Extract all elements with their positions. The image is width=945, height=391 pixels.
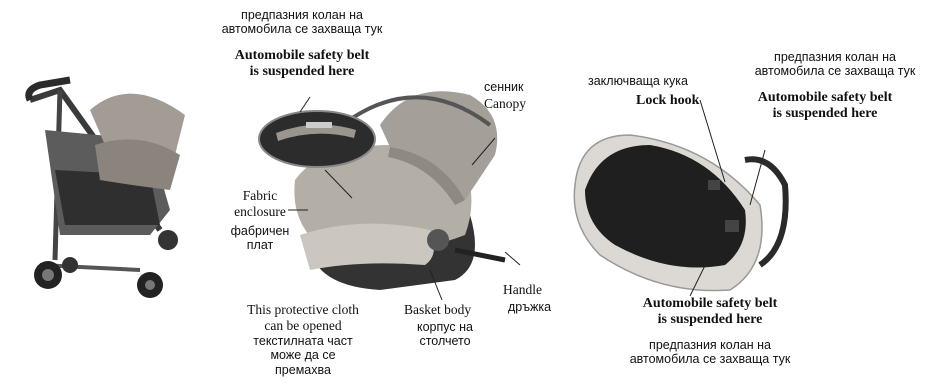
fabric-en-line2: enclosure — [228, 204, 292, 220]
handle-en-label: Handle — [503, 282, 542, 298]
belt-bottom-en-label: Automobile safety belt is suspended here — [610, 296, 810, 328]
belt-right-en-line1: Automobile safety belt — [725, 90, 925, 106]
belt-top-bg-line1: предпазния колан на — [212, 8, 392, 22]
fabric-en-label: Fabric enclosure — [228, 188, 292, 219]
lock-en-label: Lock hook — [636, 93, 699, 109]
cloth-bg-line2: може да се — [228, 348, 378, 362]
belt-top-en-label: Automobile safety belt is suspended here — [212, 48, 392, 80]
basket-bg-line2: столчето — [400, 334, 490, 348]
handle-bg-label: дръжка — [508, 300, 551, 314]
cloth-bg-label: текстилната част може да се премахва — [228, 334, 378, 377]
fabric-bg-line2: плат — [226, 238, 294, 252]
belt-top-en-line1: Automobile safety belt — [212, 48, 392, 64]
belt-right-bg-line2: автомобила се захваща тук — [735, 64, 935, 78]
belt-right-en-line2: is suspended here — [725, 106, 925, 122]
cloth-en-line2: can be opened — [228, 318, 378, 334]
belt-bottom-en-line2: is suspended here — [610, 312, 810, 328]
basket-en-label: Basket body — [404, 302, 471, 318]
basket-bg-label: корпус на столчето — [400, 320, 490, 349]
lock-bg-label: заключваща кука — [588, 74, 688, 88]
belt-right-bg-line1: предпазния колан на — [735, 50, 935, 64]
belt-bottom-bg-line1: предпазния колан на — [610, 338, 810, 352]
cloth-en-line1: This protective cloth — [228, 302, 378, 318]
belt-bottom-bg-label: предпазния колан на автомобила се захващ… — [610, 338, 810, 367]
belt-bottom-en-line1: Automobile safety belt — [610, 296, 810, 312]
fabric-bg-line1: фабричен — [226, 224, 294, 238]
belt-right-bg-label: предпазния колан на автомобила се захващ… — [735, 50, 935, 79]
canopy-en-label: Canopy — [484, 96, 526, 112]
fabric-bg-label: фабричен плат — [226, 224, 294, 253]
cloth-bg-line1: текстилната част — [228, 334, 378, 348]
belt-top-bg-label: предпазния колан на автомобила се захващ… — [212, 8, 392, 37]
belt-top-en-line2: is suspended here — [212, 64, 392, 80]
basket-bg-line1: корпус на — [400, 320, 490, 334]
belt-top-bg-line2: автомобила се захваща тук — [212, 22, 392, 36]
cloth-en-label: This protective cloth can be opened — [228, 302, 378, 333]
fabric-en-line1: Fabric — [228, 188, 292, 204]
belt-right-en-label: Automobile safety belt is suspended here — [725, 90, 925, 122]
belt-bottom-bg-line2: автомобила се захваща тук — [610, 352, 810, 366]
cloth-bg-line3: премахва — [228, 363, 378, 377]
canopy-bg-label: сенник — [484, 80, 523, 94]
